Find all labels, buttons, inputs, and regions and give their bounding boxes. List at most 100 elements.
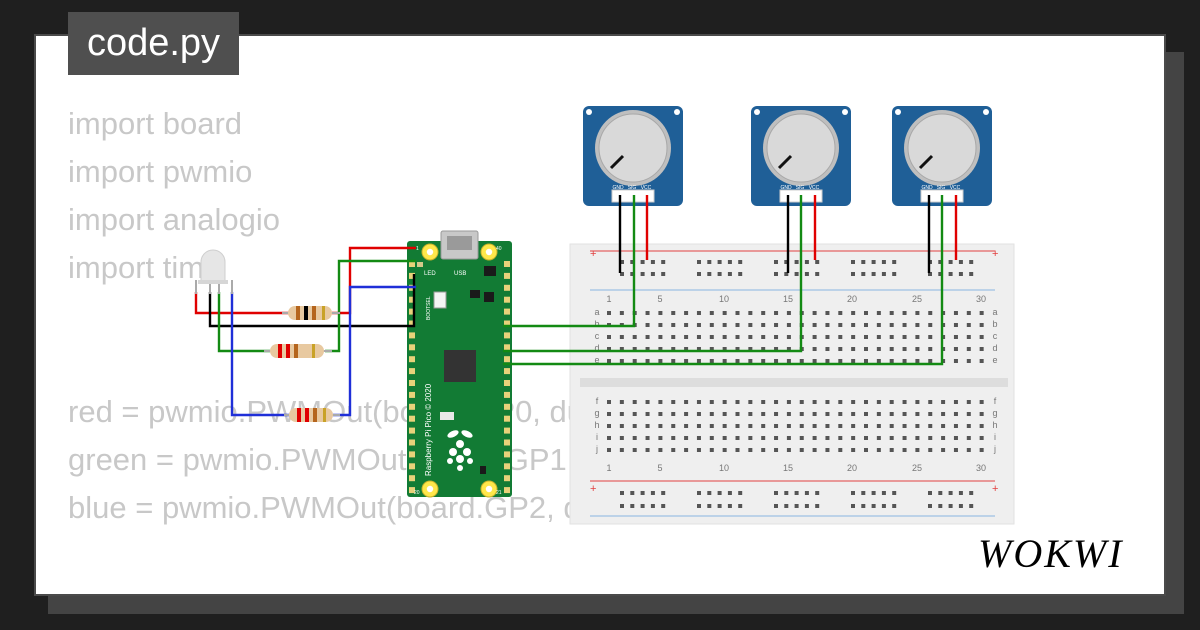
breadboard-hole[interactable] [645,436,650,440]
rail-hole[interactable] [774,272,778,276]
rail-hole[interactable] [851,504,855,508]
breadboard-hole[interactable] [966,412,971,416]
pico-pin[interactable] [504,463,510,470]
breadboard-hole[interactable] [838,424,843,428]
breadboard-hole[interactable] [928,424,933,428]
breadboard-hole[interactable] [902,436,907,440]
breadboard-hole[interactable] [851,436,856,440]
breadboard-hole[interactable] [979,359,984,363]
rail-hole[interactable] [727,272,732,276]
pico-pin[interactable] [409,463,415,470]
breadboard-hole[interactable] [632,335,637,339]
pico-pin[interactable] [504,415,510,422]
pico-pin[interactable] [409,475,415,482]
pico-pin[interactable] [504,403,510,410]
breadboard-hole[interactable] [709,335,714,339]
breadboard-hole[interactable] [709,448,714,452]
breadboard-hole[interactable] [722,436,727,440]
rail-hole[interactable] [640,504,645,508]
rail-hole[interactable] [620,491,624,495]
breadboard-hole[interactable] [979,436,984,440]
pico-pin[interactable] [504,284,510,291]
rail-hole[interactable] [727,491,732,495]
breadboard-hole[interactable] [735,323,740,327]
breadboard-hole[interactable] [799,436,804,440]
breadboard-hole[interactable] [696,412,701,416]
breadboard-hole[interactable] [915,436,920,440]
breadboard-hole[interactable] [838,335,843,339]
breadboard-hole[interactable] [876,335,881,339]
breadboard-hole[interactable] [619,311,624,315]
breadboard-hole[interactable] [979,412,984,416]
breadboard-hole[interactable] [774,412,779,416]
breadboard-hole[interactable] [799,400,804,404]
breadboard-hole[interactable] [607,412,611,416]
pico-pin[interactable] [409,296,415,303]
breadboard-hole[interactable] [671,311,676,315]
breadboard-hole[interactable] [645,335,650,339]
rail-hole[interactable] [620,272,624,276]
breadboard-hole[interactable] [774,424,779,428]
pico-pin[interactable] [409,308,415,315]
pico-pin[interactable] [504,368,510,375]
breadboard-hole[interactable] [812,359,817,363]
breadboard-hole[interactable] [658,311,663,315]
rail-hole[interactable] [958,504,963,508]
rail-hole[interactable] [661,272,666,276]
breadboard-hole[interactable] [876,359,881,363]
breadboard-hole[interactable] [889,323,894,327]
rail-hole[interactable] [697,272,701,276]
pico-pin[interactable] [409,380,415,386]
breadboard-hole[interactable] [761,311,766,315]
breadboard-hole[interactable] [748,424,753,428]
breadboard-hole[interactable] [748,412,753,416]
breadboard-hole[interactable] [619,347,624,351]
breadboard-hole[interactable] [928,400,933,404]
pico-pin[interactable] [504,391,510,398]
breadboard-hole[interactable] [748,323,753,327]
breadboard-hole[interactable] [709,347,714,351]
breadboard-hole[interactable] [748,311,753,315]
breadboard-hole[interactable] [684,424,689,428]
rail-hole[interactable] [707,504,712,508]
rail-hole[interactable] [881,504,886,508]
breadboard-hole[interactable] [607,359,611,363]
breadboard-hole[interactable] [748,448,753,452]
breadboard-hole[interactable] [671,412,676,416]
breadboard-hole[interactable] [825,359,830,363]
rail-hole[interactable] [707,272,712,276]
rail-hole[interactable] [620,260,624,264]
file-tab[interactable]: code.py [68,12,239,75]
breadboard-hole[interactable] [889,400,894,404]
breadboard-hole[interactable] [722,448,727,452]
breadboard-hole[interactable] [607,436,611,440]
breadboard-hole[interactable] [786,400,791,404]
breadboard-hole[interactable] [735,436,740,440]
rail-hole[interactable] [717,260,722,264]
breadboard-hole[interactable] [915,359,920,363]
breadboard-hole[interactable] [812,424,817,428]
breadboard-hole[interactable] [838,400,843,404]
rail-hole[interactable] [928,491,932,495]
rail-hole[interactable] [948,272,953,276]
breadboard-hole[interactable] [786,347,791,351]
breadboard-hole[interactable] [864,311,868,315]
breadboard-hole[interactable] [645,412,650,416]
pico-pin[interactable] [504,356,510,363]
rail-hole[interactable] [881,272,886,276]
breadboard-hole[interactable] [671,436,676,440]
breadboard-hole[interactable] [889,448,894,452]
pico-pin[interactable] [504,272,510,279]
breadboard-hole[interactable] [838,323,843,327]
breadboard-hole[interactable] [825,347,830,351]
rail-hole[interactable] [871,272,876,276]
rail-hole[interactable] [697,260,701,264]
breadboard-hole[interactable] [915,311,920,315]
breadboard-hole[interactable] [876,323,881,327]
pico-pin[interactable] [409,391,415,398]
breadboard-hole[interactable] [774,400,779,404]
breadboard-hole[interactable] [876,412,881,416]
pico-pin[interactable] [409,415,415,422]
breadboard-hole[interactable] [812,400,817,404]
